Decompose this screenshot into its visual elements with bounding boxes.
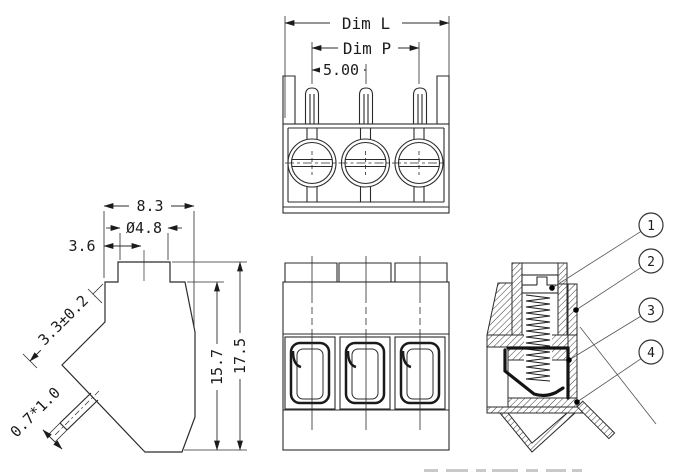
wire-opening-1 (284, 336, 336, 410)
front-bump-3 (394, 262, 448, 282)
dim-hole-dia-label: Ø4.8 (126, 219, 162, 237)
callout-balloons: 1 2 3 4 (638, 212, 664, 365)
wire-opening-2 (339, 336, 391, 410)
callout-leaders (551, 224, 652, 403)
screw-2 (338, 128, 393, 202)
screw-1 (285, 128, 339, 202)
callout-1-label: 1 (647, 219, 655, 234)
dim-pitch-total-label: Dim P (343, 39, 391, 58)
dim-wall-label: 3.3±0.2 (35, 292, 92, 349)
front-bump-2 (338, 262, 392, 282)
projection-line (579, 326, 657, 425)
top-view-screws (285, 128, 446, 202)
callout-3: 3 (638, 297, 664, 323)
top-view-pins (304, 87, 428, 124)
side-view: 8.3 Ø4.8 3.6 15.7 17.5 3.3±0.2 0.7*1.0 (4, 197, 249, 453)
callout-3-label: 3 (647, 304, 655, 319)
top-view: Dim L Dim P 5.00 (282, 14, 450, 214)
chamber-wall-left (511, 262, 523, 336)
dim-length-label: Dim L (342, 14, 390, 33)
dim-width-top-label: 8.3 (136, 197, 163, 215)
chamber-wall-right (557, 262, 568, 336)
screw-3 (392, 128, 446, 202)
dim-pin-label: 0.7*1.0 (7, 384, 64, 441)
dim-pitch-label: 5.00 (323, 61, 359, 79)
callout-2: 2 (638, 248, 664, 274)
floor-band (507, 397, 578, 408)
callout-4: 4 (638, 339, 664, 365)
callout-1: 1 (638, 212, 664, 238)
section-pin (576, 400, 616, 440)
dim-offset-label: 3.6 (68, 237, 95, 255)
side-view-body (61, 261, 196, 453)
outer-wall-left (486, 282, 513, 336)
dim-height-inner-label: 15.7 (208, 349, 226, 385)
section-view: 1 2 3 4 (486, 212, 664, 453)
front-view-centerlines (311, 256, 421, 430)
bottom-wedge (498, 412, 577, 453)
cropped-text-remnant (424, 469, 582, 472)
wire-clamp (503, 346, 570, 400)
callout-4-label: 4 (647, 346, 655, 361)
callout-2-label: 2 (647, 255, 655, 270)
front-view (282, 256, 450, 451)
top-view-body (282, 123, 450, 214)
screw-threads (525, 294, 551, 382)
front-bump-1 (284, 262, 338, 282)
base-band (486, 406, 584, 414)
dim-height-total-label: 17.5 (231, 338, 249, 374)
top-view-side-flanges (282, 75, 450, 124)
callout-dots (549, 285, 580, 405)
side-view-pin (54, 390, 100, 436)
